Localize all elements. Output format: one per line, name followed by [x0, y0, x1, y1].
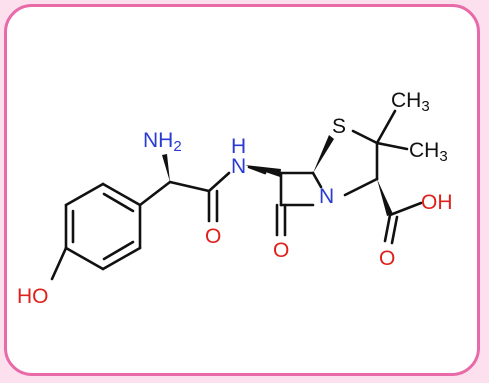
amide-O-label: O: [205, 225, 221, 248]
acid-O-label: O: [379, 247, 395, 270]
bond-C-OH: [388, 201, 423, 217]
wedge-alpha-NH2: [162, 154, 170, 182]
bond-ring-1: [101, 182, 142, 207]
bond-acid-CO-1: [383, 213, 392, 243]
beta-lactam-ring: [279, 171, 323, 207]
structure-panel: NH2 H N O O N S CH3 CH3 OH O HO: [4, 4, 480, 376]
bond-ring-2: [64, 182, 105, 207]
wedge-C3-COOH: [377, 179, 393, 216]
amoxicillin-structure: NH2 H N O O N S CH3 CH3 OH O HO: [17, 89, 453, 308]
phenol-HO-label: HO: [17, 285, 49, 308]
bond-NH-to-C6: [247, 165, 267, 175]
acid-OH-label: OH: [421, 191, 453, 214]
bond-S-C2: [351, 129, 379, 145]
bond-alpha-to-carbonyl: [168, 180, 211, 193]
bond-C2-CH3-2: [375, 141, 409, 151]
bond-ring-inner-1: [102, 192, 135, 213]
bond-ring-to-alpha: [138, 180, 172, 207]
phenol-ring: [64, 182, 142, 271]
bond-C2-CH3-1: [375, 109, 397, 145]
bond-phenol-O: [50, 246, 68, 281]
amide-N-label: N: [231, 155, 246, 178]
wedge-C5-S: [313, 135, 334, 173]
lactam-O-label: O: [273, 239, 289, 262]
bond-ring-5: [101, 246, 142, 271]
bond-ring-4: [64, 246, 105, 271]
bond-acid-CO-2: [390, 215, 399, 245]
methyl-2-label: CH3: [409, 139, 448, 165]
bond-carbonyl-to-NH: [207, 171, 231, 193]
bond-ring-inner-3: [102, 240, 135, 261]
sulfur-S-label: S: [332, 115, 346, 138]
amine-NH2-label: NH2: [143, 129, 182, 155]
methyl-1-label: CH3: [391, 89, 430, 115]
bond-N-C5: [311, 171, 323, 189]
amide-H-label: H: [231, 135, 246, 158]
bond-C3-N: [343, 177, 379, 197]
ring-N-label: N: [319, 185, 334, 208]
wedge-C6: [245, 165, 281, 177]
